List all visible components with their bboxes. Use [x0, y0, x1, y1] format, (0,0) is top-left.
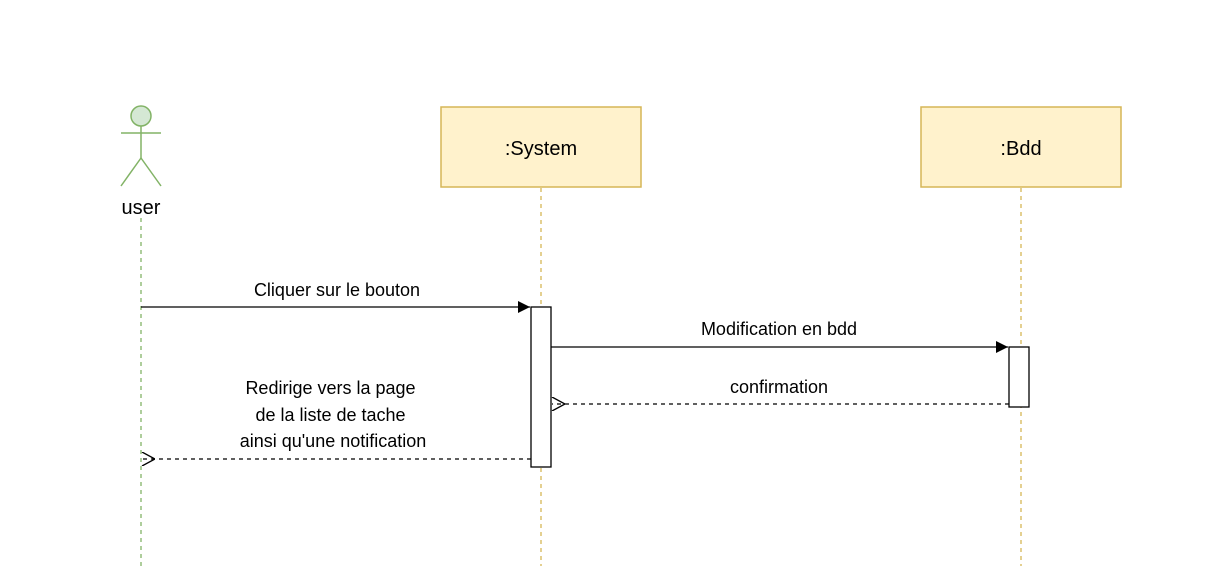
message-redirect-label: Redirige vers la page de la liste de tac…: [240, 378, 427, 451]
message-redirect-line-3: ainsi qu'une notification: [240, 431, 427, 451]
bdd-participant-label: :Bdd: [1000, 138, 1041, 160]
bdd-participant-box: [920, 106, 1122, 188]
message-click-label: Cliquer sur le bouton: [254, 280, 420, 300]
bdd-activation-bar: [1008, 346, 1030, 408]
message-redirect-line-2: de la liste de tache: [255, 405, 405, 425]
system-participant-label: :System: [505, 138, 577, 160]
system-participant-box: [440, 106, 642, 188]
message-confirmation-label: confirmation: [730, 377, 828, 397]
system-activation-bar: [530, 306, 552, 468]
user-label: user: [122, 197, 161, 219]
message-redirect-line-1: Redirige vers la page: [245, 378, 415, 398]
message-modification-label: Modification en bdd: [701, 319, 857, 339]
user-actor-icon: [120, 105, 162, 187]
